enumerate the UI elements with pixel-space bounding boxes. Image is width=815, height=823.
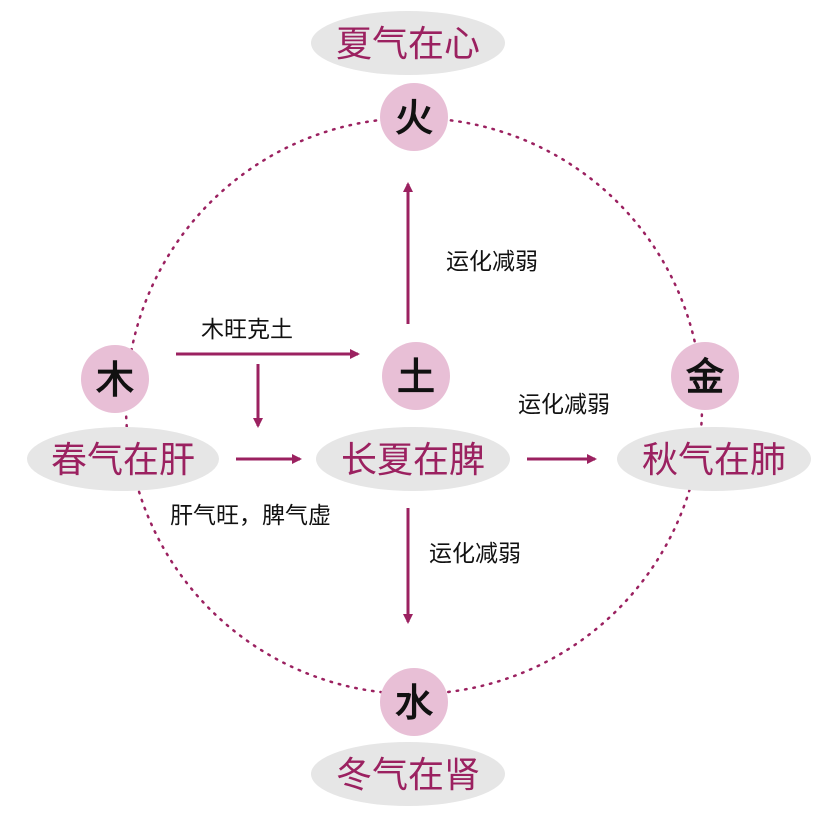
element-metal: 金 bbox=[671, 342, 739, 410]
element-wood: 木 bbox=[81, 345, 149, 413]
note-down: 运化减弱 bbox=[429, 541, 521, 567]
season-summer-label: 夏气在心 bbox=[336, 24, 480, 65]
season-late-summer-label: 长夏在脾 bbox=[341, 440, 485, 481]
note-up: 运化减弱 bbox=[446, 249, 538, 275]
element-wood-label: 木 bbox=[96, 358, 134, 402]
season-spring-label: 春气在肝 bbox=[51, 440, 195, 481]
note-wood-overacts: 木旺克土 bbox=[201, 317, 293, 343]
note-right: 运化减弱 bbox=[518, 392, 610, 418]
element-earth: 土 bbox=[382, 342, 450, 410]
element-metal-label: 金 bbox=[685, 355, 725, 399]
element-water-label: 水 bbox=[395, 681, 434, 725]
season-winter-label: 冬气在肾 bbox=[336, 755, 480, 796]
season-late-summer: 长夏在脾 bbox=[316, 427, 510, 491]
element-fire-label: 火 bbox=[395, 96, 433, 140]
element-fire: 火 bbox=[380, 83, 448, 151]
season-autumn-label: 秋气在肺 bbox=[642, 440, 786, 481]
season-autumn: 秋气在肺 bbox=[617, 427, 811, 491]
season-winter: 冬气在肾 bbox=[311, 742, 505, 806]
season-summer: 夏气在心 bbox=[311, 11, 505, 75]
note-liver-spleen: 肝气旺，脾气虚 bbox=[170, 503, 331, 529]
element-earth-label: 土 bbox=[397, 355, 435, 399]
season-spring: 春气在肝 bbox=[27, 427, 219, 491]
element-water: 水 bbox=[380, 668, 448, 736]
